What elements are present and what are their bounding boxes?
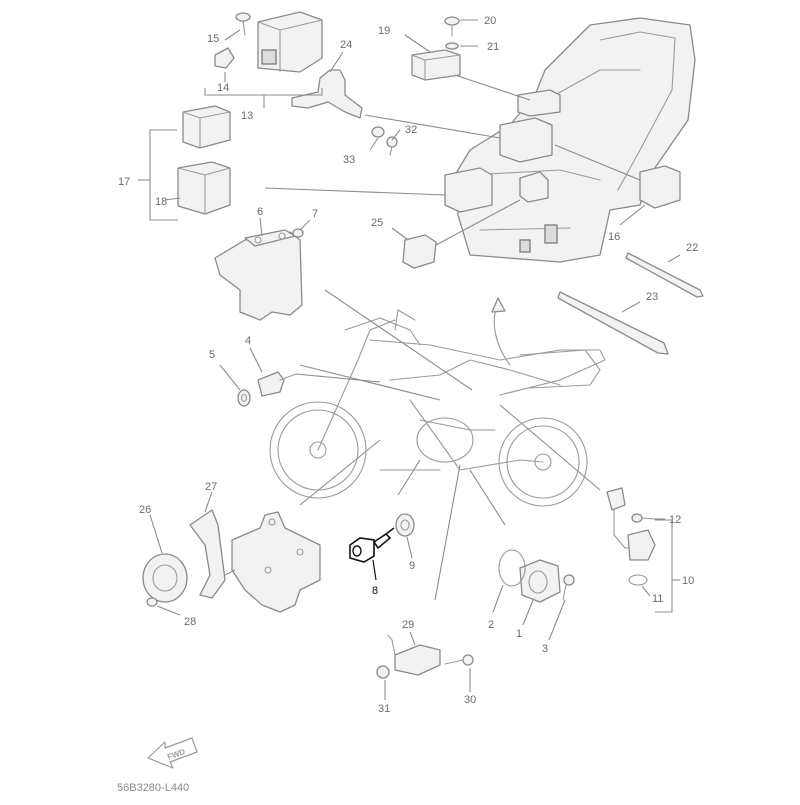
bracket-plate [231, 511, 321, 613]
switch-4 [257, 371, 297, 397]
callout-2: 2 [488, 619, 494, 631]
collar-31 [376, 665, 390, 679]
fuse-box-cluster [444, 89, 561, 213]
callout-27: 27 [205, 481, 217, 493]
bolt-15 [235, 12, 251, 36]
callout-25: 25 [371, 217, 383, 229]
callout-15: 15 [207, 33, 219, 45]
callout-13: 13 [241, 110, 253, 122]
callout-18: 18 [155, 196, 167, 208]
motorcycle-silhouette [269, 309, 606, 507]
grommet-9 [395, 513, 415, 537]
cable-tie-23 [557, 291, 669, 355]
washer-5 [237, 389, 251, 407]
bolt-30 [444, 654, 474, 666]
callout-12: 12 [669, 514, 681, 526]
callout-29: 29 [402, 619, 414, 631]
callout-30: 30 [464, 694, 476, 706]
callout-22: 22 [686, 242, 698, 254]
callout-26: 26 [139, 504, 151, 516]
callout-labels: 1 2 3 4 5 6 7 8 9 10 11 12 13 14 15 16 1… [118, 15, 698, 715]
relay-unit-19 [411, 49, 461, 81]
callout-3: 3 [542, 643, 548, 655]
callout-8: 8 [372, 585, 378, 597]
callout-7: 7 [312, 208, 318, 220]
callout-23: 23 [646, 291, 658, 303]
relay-17 [182, 105, 231, 149]
bracket-29 [387, 634, 441, 676]
callout-4: 4 [245, 335, 251, 347]
relay-13 [257, 11, 323, 73]
callout-11: 11 [652, 593, 663, 605]
callout-5: 5 [209, 349, 215, 361]
washer-21 [445, 42, 459, 50]
bracket-6 [214, 229, 303, 321]
callout-16: 16 [608, 231, 620, 243]
callout-17: 17 [118, 176, 130, 188]
sensor-16 [639, 165, 681, 209]
o-ring-2 [498, 549, 526, 587]
nut-7 [292, 228, 304, 238]
callout-6: 6 [257, 206, 263, 218]
callout-10: 10 [682, 575, 694, 587]
callout-19: 19 [378, 25, 390, 37]
horn-26 [142, 553, 188, 603]
bolt-3 [562, 574, 575, 601]
fwd-arrow-icon: FWD [147, 737, 198, 769]
sensor-8-highlighted [349, 527, 395, 563]
leader-lines [138, 19, 681, 700]
screw-20 [444, 16, 460, 37]
callout-31: 31 [378, 703, 390, 715]
bolt-28 [146, 597, 158, 607]
direction-arrow [491, 297, 511, 366]
bolt-32 [386, 136, 398, 156]
callout-32: 32 [405, 124, 417, 136]
callout-33: 33 [343, 154, 355, 166]
callout-9: 9 [409, 560, 415, 572]
callout-21: 21 [487, 41, 499, 53]
cover-27 [189, 509, 226, 599]
callout-1: 1 [516, 628, 522, 640]
coupler-25 [402, 234, 437, 269]
sensor-10 [606, 487, 656, 561]
relay-18 [177, 161, 231, 215]
sensor-1 [519, 559, 561, 603]
rear-frame-assembly [454, 17, 696, 263]
callout-20: 20 [484, 15, 496, 27]
bracket-24 [291, 69, 363, 119]
clip-14 [214, 47, 235, 69]
catalog-code: 56B3280-L440 [117, 782, 189, 794]
o-ring-11 [628, 574, 648, 586]
bolt-12 [631, 513, 656, 523]
callout-24: 24 [340, 39, 352, 51]
callout-14: 14 [217, 82, 229, 94]
cable-tie-22 [625, 252, 704, 298]
nut-33 [371, 126, 385, 138]
callout-28: 28 [184, 616, 196, 628]
